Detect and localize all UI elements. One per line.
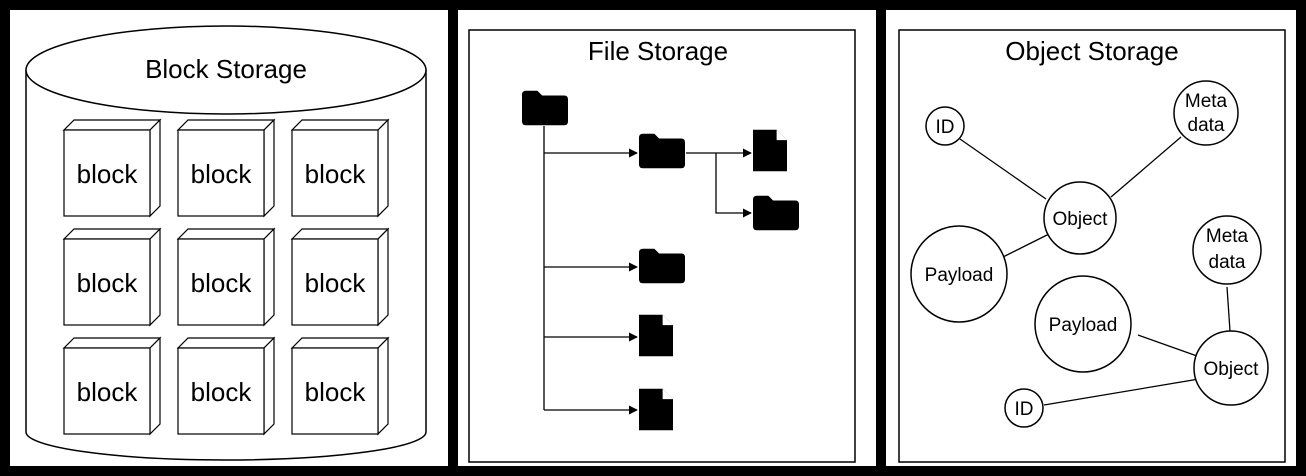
object-1: ID Meta data Object Payload [910, 80, 1239, 323]
relation-line [1110, 136, 1182, 198]
block-cube: block [290, 227, 390, 327]
block-cube: block [62, 336, 162, 436]
metadata-label: data [1188, 115, 1225, 136]
block-label: block [305, 377, 367, 407]
metadata-node [1173, 80, 1239, 146]
block-label: block [77, 268, 139, 298]
object-node [1043, 181, 1117, 255]
block-grid: block block block block [62, 118, 390, 436]
block-cube: block [290, 118, 390, 218]
id-node [925, 106, 965, 146]
block-label: block [305, 268, 367, 298]
block-cube: block [62, 227, 162, 327]
block-cube: block [176, 118, 276, 218]
block-cube: block [290, 336, 390, 436]
object-storage-panel: Object Storage ID Meta data Object Paylo… [886, 10, 1296, 466]
metadata-label: Meta [1206, 226, 1249, 247]
object-relation-lines [959, 136, 1231, 406]
block-label: block [305, 159, 367, 189]
object-node [1193, 330, 1269, 406]
payload-node [910, 225, 1008, 323]
block-label: block [191, 159, 253, 189]
block-cube: block [62, 118, 162, 218]
block-label: block [77, 377, 139, 407]
id-node [1004, 388, 1044, 428]
object-label: Object [1053, 209, 1109, 230]
relation-line [1226, 286, 1231, 332]
folder-icon [639, 133, 685, 169]
root-folder-icon [522, 90, 568, 126]
file-icon [753, 129, 787, 172]
file-tree-connectors [543, 126, 752, 415]
block-label: block [191, 268, 253, 298]
payload-label: Payload [1049, 315, 1118, 336]
metadata-node [1192, 215, 1262, 285]
relation-line [959, 138, 1047, 200]
payload-node [1034, 275, 1132, 373]
object-2: Meta data Payload Object ID [1004, 215, 1269, 428]
id-label: ID [936, 117, 955, 138]
block-storage-title: Block Storage [145, 54, 307, 84]
folder-icon [753, 195, 799, 231]
cylinder-top [25, 25, 427, 115]
object-storage-title: Object Storage [1005, 36, 1178, 66]
block-label: block [77, 159, 139, 189]
folder-icon [639, 248, 685, 284]
relation-line [1043, 378, 1200, 406]
metadata-label: Meta [1185, 91, 1228, 112]
relation-line [1002, 233, 1050, 258]
relation-line [1137, 334, 1198, 357]
block-label: block [191, 377, 253, 407]
file-storage-panel: File Storage [458, 10, 876, 466]
object-label: Object [1204, 359, 1260, 380]
file-icon [639, 314, 673, 357]
file-icon [639, 388, 673, 431]
file-storage-title: File Storage [588, 36, 728, 66]
metadata-label: data [1209, 252, 1246, 273]
payload-label: Payload [925, 265, 994, 286]
id-label: ID [1015, 399, 1034, 420]
block-storage-panel: Block Storage block block block [10, 10, 448, 466]
block-cube: block [176, 336, 276, 436]
block-cube: block [176, 227, 276, 327]
tree-branch-arrow [715, 153, 752, 218]
